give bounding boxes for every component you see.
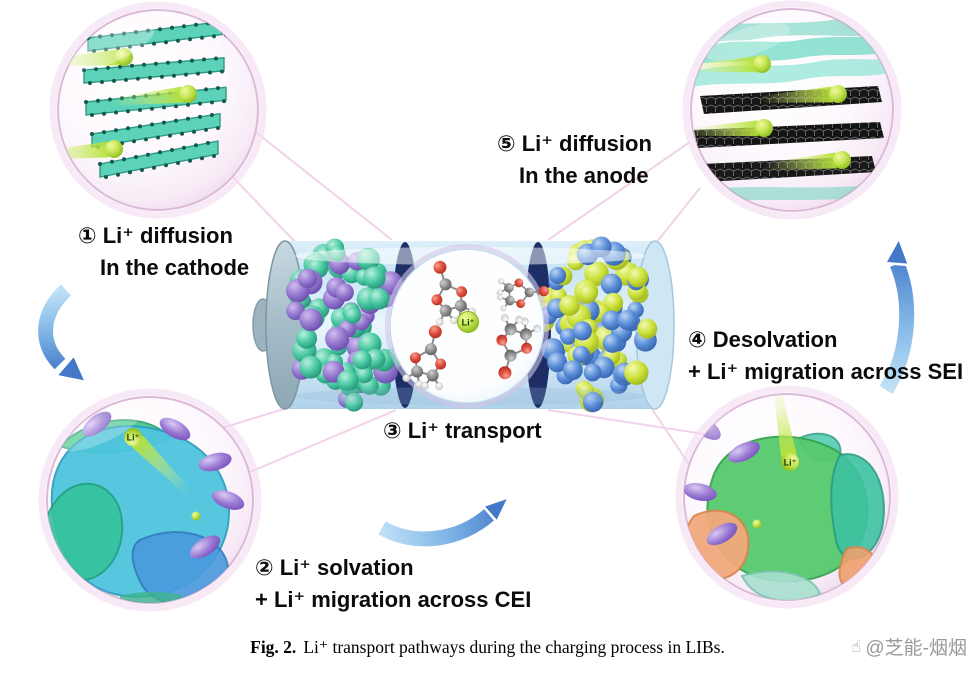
step1-line2: In the cathode bbox=[100, 255, 250, 280]
figure-caption: Fig. 2. Li⁺ transport pathways during the… bbox=[0, 637, 975, 658]
glass-sheen bbox=[57, 404, 143, 452]
battery-left-cap bbox=[265, 240, 305, 410]
cathode-particles bbox=[286, 238, 403, 412]
step5-line2: In the anode bbox=[519, 163, 649, 188]
step5-line1: ⑤ Li⁺ diffusion bbox=[497, 131, 652, 156]
arrow-cathode-to-cei bbox=[34, 278, 88, 384]
watermark-text: @芝能-烟烟 bbox=[865, 638, 967, 659]
label-step3: ③ Li⁺ transport bbox=[383, 415, 542, 447]
li-ion-label: Li⁺ bbox=[784, 458, 797, 468]
electrolyte-window-ring bbox=[385, 244, 549, 408]
glass-sheen bbox=[693, 402, 781, 448]
cathode-zoom-circle bbox=[49, 1, 267, 219]
step1-line1: ① Li⁺ diffusion bbox=[78, 223, 233, 248]
watermark: ☝ @芝能-烟烟 bbox=[851, 633, 967, 660]
cei-zoom-content: Li⁺ bbox=[47, 404, 245, 603]
connector-lines bbox=[221, 125, 705, 473]
step2-line2: + Li⁺ migration across CEI bbox=[255, 587, 532, 612]
sei-zoom-content: Li⁺ bbox=[684, 394, 885, 600]
arrow-sei-to-anode bbox=[874, 236, 919, 402]
step4-line2: + Li⁺ migration across SEI bbox=[688, 359, 964, 384]
glass-sheen bbox=[705, 22, 791, 62]
li-ion-label: Li⁺ bbox=[127, 433, 140, 443]
battery-cell: Li⁺ bbox=[252, 236, 675, 413]
cei-zoom-circle: Li⁺ bbox=[38, 388, 262, 612]
label-step1: ① Li⁺ diffusion In the cathode bbox=[78, 220, 249, 284]
li-ion-label: Li⁺ bbox=[462, 318, 475, 328]
li-ion-sphere bbox=[457, 311, 479, 333]
step2-line1: ② Li⁺ solvation bbox=[255, 555, 414, 580]
glass-sheen bbox=[69, 22, 155, 70]
caption-text: Li⁺ transport pathways during the chargi… bbox=[303, 637, 725, 657]
hand-gesture-icon: ☝ bbox=[851, 636, 862, 656]
anode-zoom-content bbox=[691, 18, 892, 204]
anode-particles bbox=[530, 236, 658, 413]
sei-zoom-circle: Li⁺ bbox=[675, 385, 899, 609]
step3-line1: ③ Li⁺ transport bbox=[383, 418, 542, 443]
step4-line1: ④ Desolvation bbox=[688, 327, 838, 352]
label-step4: ④ Desolvation + Li⁺ migration across SEI bbox=[688, 324, 963, 388]
caption-figure-number: Fig. 2. bbox=[250, 637, 297, 657]
label-step5: ⑤ Li⁺ diffusion In the anode bbox=[497, 128, 652, 192]
label-step2: ② Li⁺ solvation + Li⁺ migration across C… bbox=[255, 552, 531, 616]
solvent-molecules-cei bbox=[82, 411, 245, 559]
arrow-cei-to-transport bbox=[370, 495, 511, 551]
small-li-ion bbox=[191, 511, 201, 521]
small-li-ion bbox=[752, 519, 762, 529]
flow-arrows bbox=[34, 236, 919, 551]
anode-zoom-circle bbox=[682, 0, 902, 220]
